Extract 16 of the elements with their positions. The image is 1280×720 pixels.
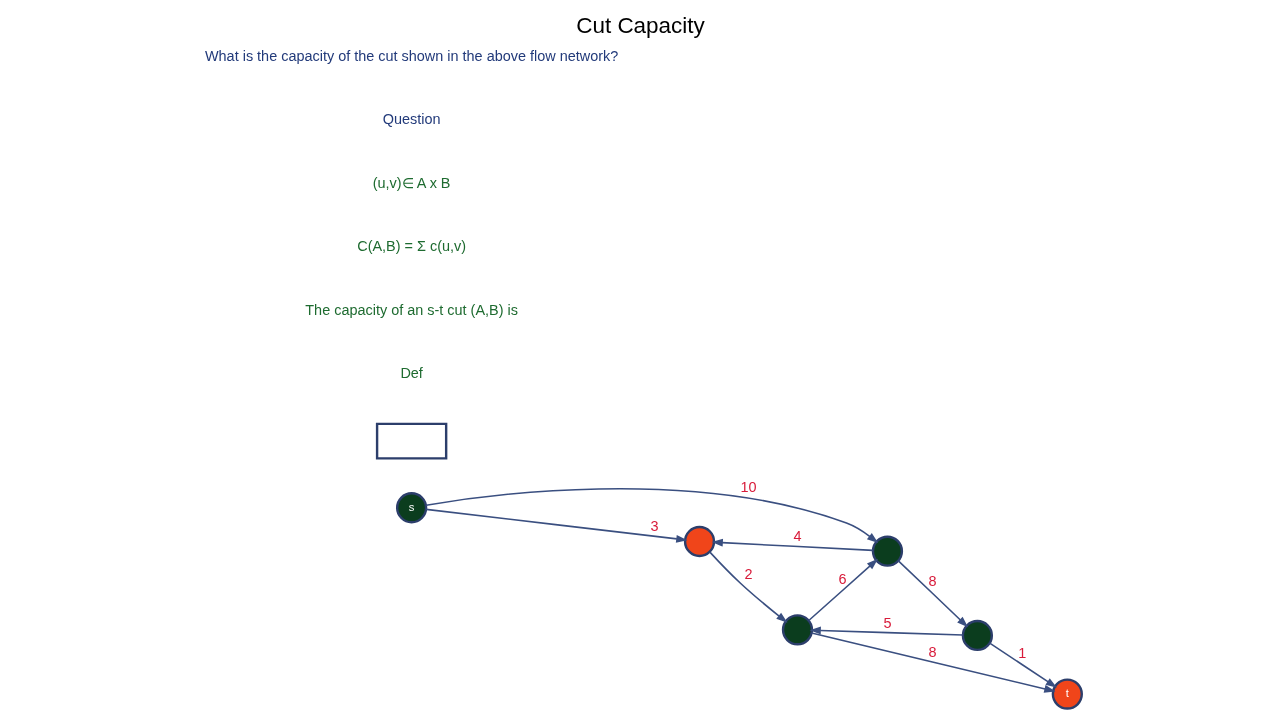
edge-label: 1 [1017, 645, 1026, 662]
label: Def [399, 364, 423, 381]
diagram-title: Cut Capacity [575, 12, 705, 38]
edge-label: 5 [882, 614, 891, 631]
edge-label: 8 [927, 643, 936, 660]
label: The capacity of an s-t cut (A,B) is [304, 301, 518, 318]
edge-label: 8 [927, 572, 936, 589]
edge-label: 10 [739, 479, 757, 496]
label: Question [382, 111, 441, 128]
label: C(A,B) = Σ c(u,v) [356, 238, 466, 255]
edge-label: 4 [792, 528, 802, 545]
label: What is the capacity of the cut shown in the above flow network? [204, 47, 618, 64]
edge-label: 6 [837, 570, 846, 587]
edge-label: 3 [650, 517, 659, 534]
edge-label: 2 [744, 565, 753, 582]
label: (u,v)∈ A x B [372, 174, 451, 191]
